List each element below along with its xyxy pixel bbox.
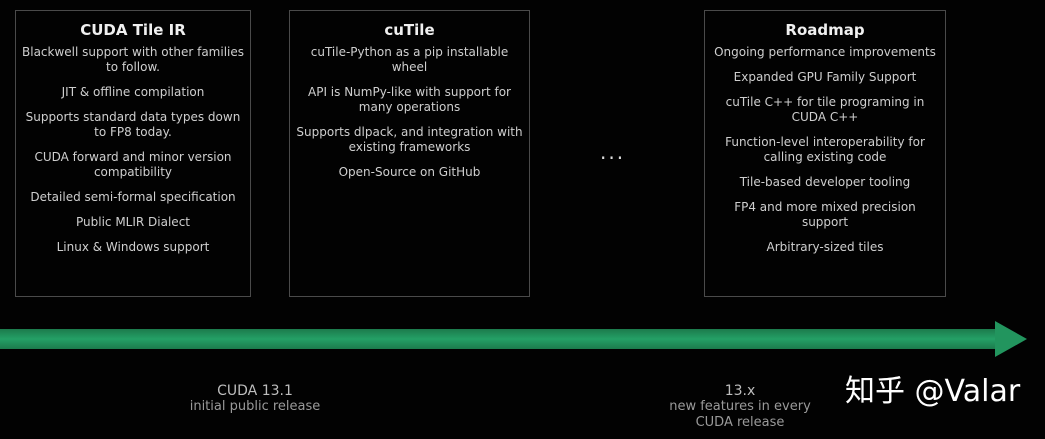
list-item: Arbitrary-sized tiles [766,240,884,254]
list-item: CUDA forward and minor version compatibi… [34,150,232,179]
list-item: cuTile-Python as a pip installable wheel [310,45,509,74]
list-item: Expanded GPU Family Support [733,70,917,84]
milestone-cuda-13-1: CUDA 13.1 initial public release [170,383,340,415]
milestone-desc: new features in every CUDA release [669,399,811,430]
watermark: 知乎 @Valar [845,374,1021,409]
timeline-arrow [0,329,1000,349]
milestone-version: 13.x [724,383,756,399]
list-item: Function-level interoperability for call… [725,135,925,164]
box-title: cuTile [384,21,435,39]
arrowhead-icon [995,321,1027,357]
box-title: CUDA Tile IR [80,21,186,39]
list-item: FP4 and more mixed precision support [734,200,916,229]
list-item: cuTile C++ for tile programing in CUDA C… [725,95,925,124]
list-item: API is NumPy-like with support for many … [308,85,511,114]
list-item: Open-Source on GitHub [338,165,481,179]
list-item: Supports dlpack, and integration with ex… [296,125,523,154]
cuda-tile-ir-box: CUDA Tile IR Blackwell support with othe… [15,10,251,297]
cutile-box: cuTile cuTile-Python as a pip installabl… [289,10,530,297]
list-item: Detailed semi-formal specification [30,190,236,204]
list-item: Tile-based developer tooling [739,175,911,189]
list-item: JIT & offline compilation [61,85,205,99]
list-item: Supports standard data types down to FP8… [25,110,241,139]
list-item: Ongoing performance improvements [714,45,936,59]
box-title: Roadmap [785,21,865,39]
milestone-13x: 13.x new features in every CUDA release [655,383,825,431]
milestone-version: CUDA 13.1 [217,383,293,399]
list-item: Public MLIR Dialect [75,215,190,229]
milestone-desc: initial public release [189,399,321,414]
roadmap-box: Roadmap Ongoing performance improvements… [704,10,946,297]
ellipsis: ... [600,140,626,164]
list-item: Blackwell support with other families to… [22,45,244,74]
list-item: Linux & Windows support [56,240,210,254]
